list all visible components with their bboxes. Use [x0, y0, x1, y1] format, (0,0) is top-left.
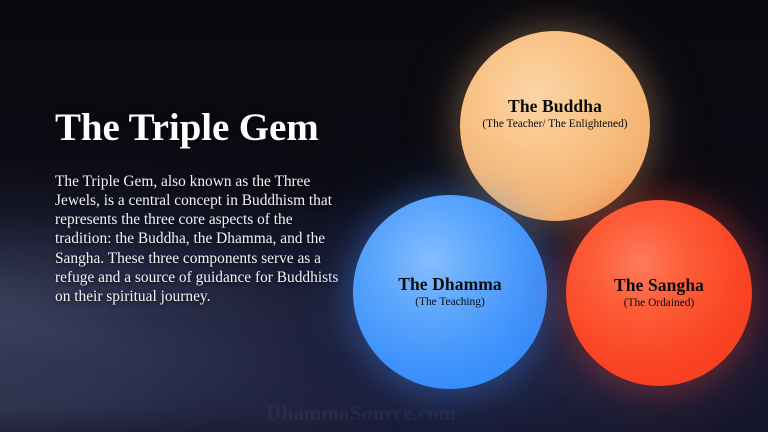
watermark: DhammaSource.com — [265, 401, 457, 425]
gem-subtitle-sangha: (The Ordained) — [623, 297, 695, 310]
gem-subtitle-buddha: (The Teacher/ The Enlightened) — [482, 118, 628, 131]
page-title: The Triple Gem — [55, 106, 319, 149]
description-paragraph: The Triple Gem, also known as the Three … — [55, 172, 339, 305]
gem-circle-sangha[interactable]: The Sangha (The Ordained) — [566, 200, 752, 386]
gem-title-dhamma: The Dhamma — [398, 274, 502, 295]
gem-title-sangha: The Sangha — [614, 275, 704, 296]
gem-circle-dhamma[interactable]: The Dhamma (The Teaching) — [353, 195, 547, 389]
gem-label-group-sangha: The Sangha (The Ordained) — [614, 276, 704, 310]
text-column: The Triple Gem The Triple Gem, also know… — [55, 108, 351, 306]
gem-label-group-buddha: The Buddha (The Teacher/ The Enlightened… — [482, 97, 627, 131]
gem-label-group-dhamma: The Dhamma (The Teaching) — [398, 275, 502, 309]
gem-title-buddha: The Buddha — [508, 96, 602, 117]
gem-subtitle-dhamma: (The Teaching) — [415, 296, 485, 309]
gem-circle-buddha[interactable]: The Buddha (The Teacher/ The Enlightened… — [460, 31, 650, 221]
